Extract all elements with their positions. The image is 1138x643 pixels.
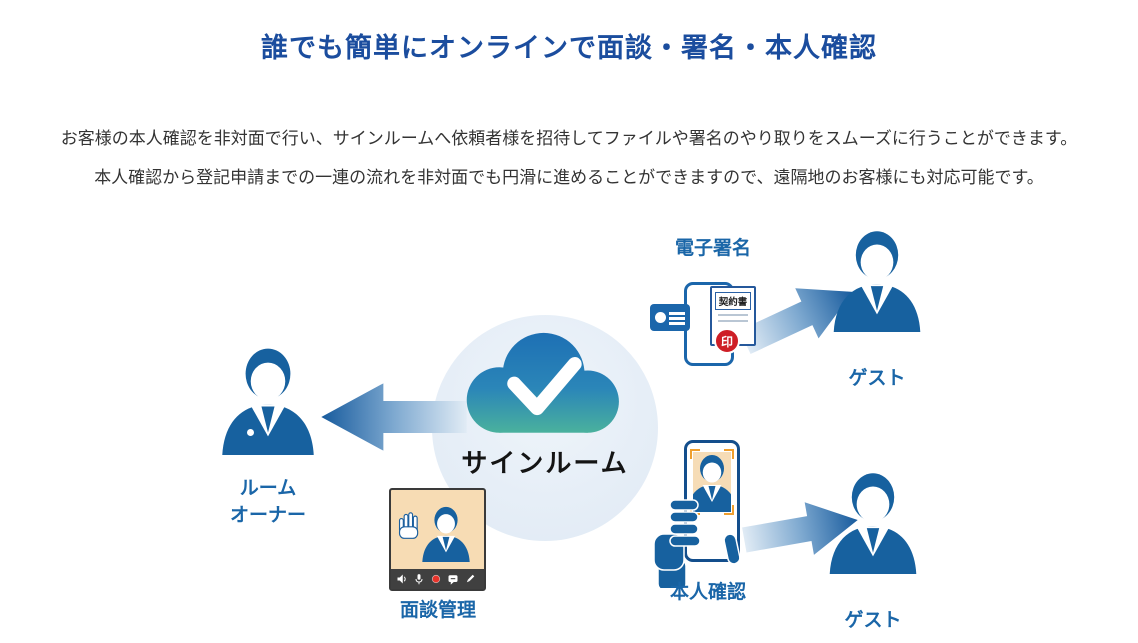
contract-line <box>718 320 748 322</box>
face-frame-corner <box>724 505 734 515</box>
meeting-label: 面談管理 <box>399 600 476 621</box>
identity-label: 本人確認 <box>669 582 746 603</box>
description-line-2: 本人確認から登記申請までの一連の流れを非対面でも円滑に進めることができますので、… <box>94 168 1044 188</box>
room-owner-label: ルーム オーナー <box>182 476 354 529</box>
esign-group: 契約書 印 <box>650 280 776 380</box>
chat-icon <box>448 575 458 585</box>
id-card-avatar <box>655 312 666 323</box>
signroom-label: サインルーム <box>461 448 629 478</box>
id-card-line <box>669 312 685 315</box>
id-card-line <box>669 322 685 325</box>
id-card-line <box>669 317 685 320</box>
guest-bottom-icon <box>820 468 926 574</box>
esign-label: 電子署名 <box>674 238 751 259</box>
room-owner-label-line1: ルーム <box>239 478 297 499</box>
holding-hand-icon <box>653 499 741 588</box>
description-line-1: お客様の本人確認を非対面で行い、サインルームへ依頼者様を招待してファイルや署名の… <box>60 129 1078 148</box>
waving-hand-icon <box>398 512 419 539</box>
guest-bottom-label: ゲスト <box>844 610 902 631</box>
contract-title: 契約書 <box>715 292 751 310</box>
speaker-icon <box>397 574 406 584</box>
id-card-icon <box>650 304 690 331</box>
description-block: お客様の本人確認を非対面で行い、サインルームへ依頼者様を招待してファイルや署名の… <box>0 119 1138 197</box>
face-frame-corner <box>690 449 700 459</box>
meeting-toolbar <box>391 569 484 589</box>
diagram: サインルーム ルーム オーナー 電子署名 <box>0 210 1138 643</box>
cloud-check-icon <box>466 332 619 433</box>
pen-icon <box>466 574 475 583</box>
meeting-window <box>389 488 486 591</box>
identity-group <box>648 438 768 588</box>
room-owner-icon <box>212 343 324 455</box>
record-icon <box>431 574 441 584</box>
contract-line <box>718 314 748 316</box>
meeting-person-icon <box>417 502 475 564</box>
stamp-seal-icon: 印 <box>714 328 740 354</box>
face-frame-corner <box>724 449 734 459</box>
page-title: 誰でも簡単にオンラインで面談・署名・本人確認 <box>261 33 877 63</box>
identity-photo <box>690 449 734 515</box>
mic-icon <box>415 574 423 585</box>
guest-top-icon <box>824 226 930 332</box>
guest-top-label: ゲスト <box>848 368 906 389</box>
room-owner-label-line2: オーナー <box>229 504 306 526</box>
owner-badge-dot <box>247 429 254 436</box>
